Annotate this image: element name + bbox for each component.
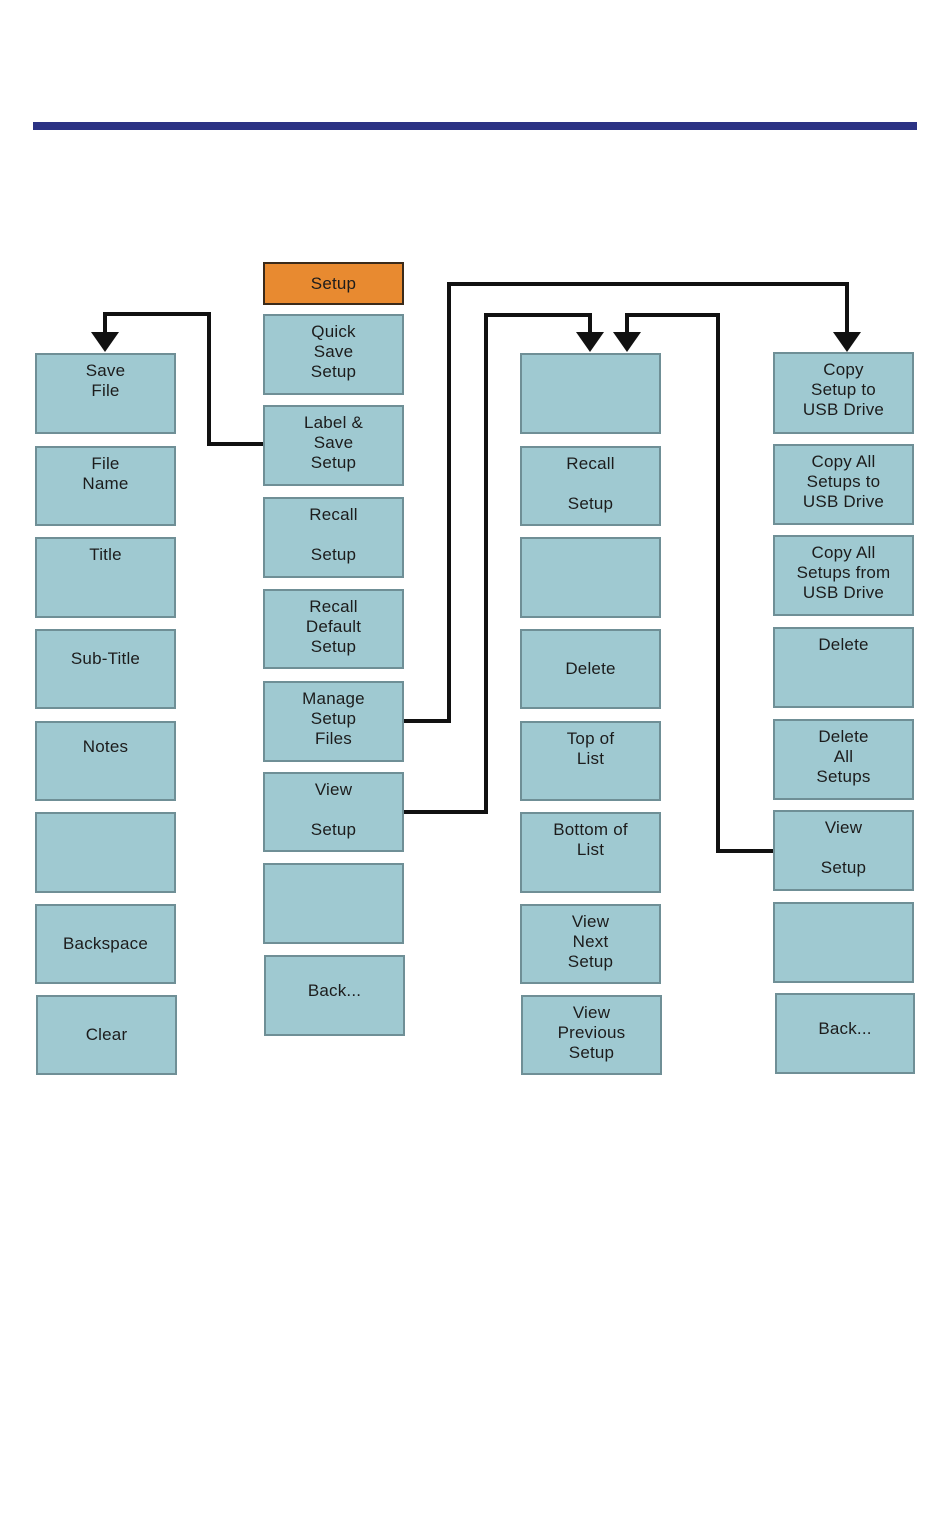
header-rule	[33, 122, 917, 130]
blank-key	[263, 863, 404, 944]
view-setup-key[interactable]: View Setup	[773, 810, 914, 891]
copy-all-setups-from-usb-key[interactable]: Copy All Setups from USB Drive	[773, 535, 914, 616]
notes-key[interactable]: Notes	[35, 721, 176, 801]
connector-manage-view-to-recall	[625, 313, 774, 853]
arrowhead-save-file	[91, 332, 119, 352]
blank-key	[520, 537, 661, 618]
delete-all-setups-key[interactable]: Delete All Setups	[773, 719, 914, 800]
top-of-list-key[interactable]: Top of List	[520, 721, 661, 801]
file-name-key[interactable]: File Name	[35, 446, 176, 526]
copy-setup-to-usb-key[interactable]: Copy Setup to USB Drive	[773, 352, 914, 434]
arrowhead-recall-left	[576, 332, 604, 352]
connector-manage-to-copy-usb	[403, 282, 849, 723]
recall-default-setup-key[interactable]: Recall Default Setup	[263, 589, 404, 669]
connector-label-save-to-save-file	[103, 312, 263, 446]
arrowhead-copy-usb	[833, 332, 861, 352]
arrowhead-recall-right	[613, 332, 641, 352]
back-key[interactable]: Back...	[264, 955, 405, 1036]
copy-all-setups-to-usb-key[interactable]: Copy All Setups to USB Drive	[773, 444, 914, 525]
delete-key[interactable]: Delete	[773, 627, 914, 708]
setup-menu-title: Setup	[263, 262, 404, 305]
blank-key	[773, 902, 914, 983]
save-file-key[interactable]: Save File	[35, 353, 176, 434]
blank-key	[520, 353, 661, 434]
title-key[interactable]: Title	[35, 537, 176, 618]
view-setup-key[interactable]: View Setup	[263, 772, 404, 852]
label-save-setup-key[interactable]: Label & Save Setup	[263, 405, 404, 486]
blank-key	[35, 812, 176, 893]
recall-setup-key[interactable]: Recall Setup	[520, 446, 661, 526]
quick-save-setup-key[interactable]: Quick Save Setup	[263, 314, 404, 395]
bottom-of-list-key[interactable]: Bottom of List	[520, 812, 661, 893]
backspace-key[interactable]: Backspace	[35, 904, 176, 984]
recall-setup-key[interactable]: Recall Setup	[263, 497, 404, 578]
manage-setup-files-key[interactable]: Manage Setup Files	[263, 681, 404, 762]
connector-view-setup-to-recall	[403, 313, 592, 814]
clear-key[interactable]: Clear	[36, 995, 177, 1075]
sub-title-key[interactable]: Sub-Title	[35, 629, 176, 709]
back-key[interactable]: Back...	[775, 993, 915, 1074]
delete-key[interactable]: Delete	[520, 629, 661, 709]
view-previous-setup-key[interactable]: View Previous Setup	[521, 995, 662, 1075]
view-next-setup-key[interactable]: View Next Setup	[520, 904, 661, 984]
